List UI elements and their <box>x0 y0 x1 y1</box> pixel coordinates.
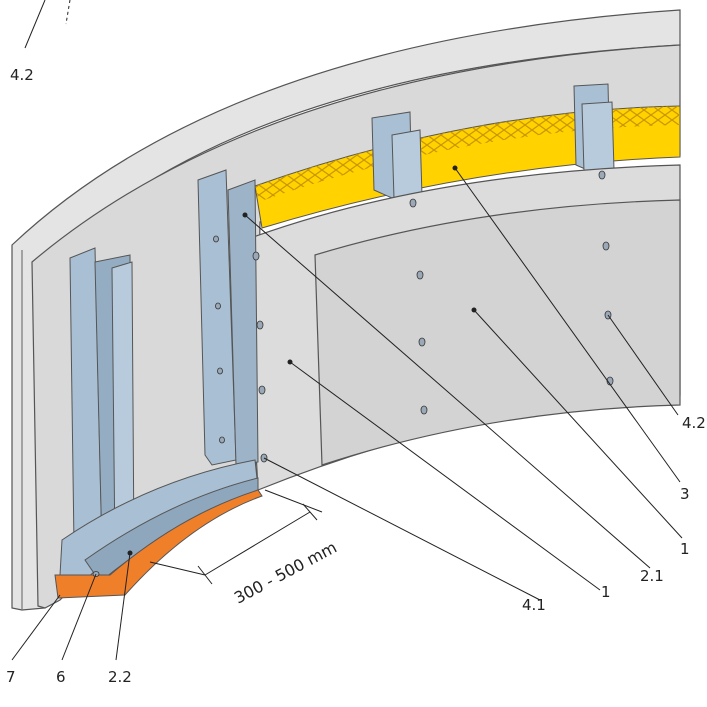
label-2-2: 2.2 <box>108 668 132 686</box>
label-3: 3 <box>680 485 690 503</box>
base-strip <box>54 489 263 599</box>
label-2-1: 2.1 <box>640 567 664 585</box>
stud-upper-2 <box>573 83 615 173</box>
label-4-2-top: 4.2 <box>10 66 34 84</box>
label-4-1: 4.1 <box>522 596 546 614</box>
leader-lines <box>11 0 683 661</box>
stud-tall <box>197 169 259 466</box>
screws <box>92 170 614 577</box>
stud-left <box>69 247 135 555</box>
label-7: 7 <box>6 668 16 686</box>
insulation-mesh <box>255 106 680 202</box>
dimension-line <box>149 489 323 585</box>
inner-board-2 <box>314 199 681 466</box>
label-1-right: 1 <box>680 540 690 558</box>
dimension-label: 300 - 500 mm <box>231 538 340 608</box>
label-4-2: 4.2 <box>682 414 706 432</box>
label-6: 6 <box>56 668 66 686</box>
label-1-mid: 1 <box>601 583 611 601</box>
